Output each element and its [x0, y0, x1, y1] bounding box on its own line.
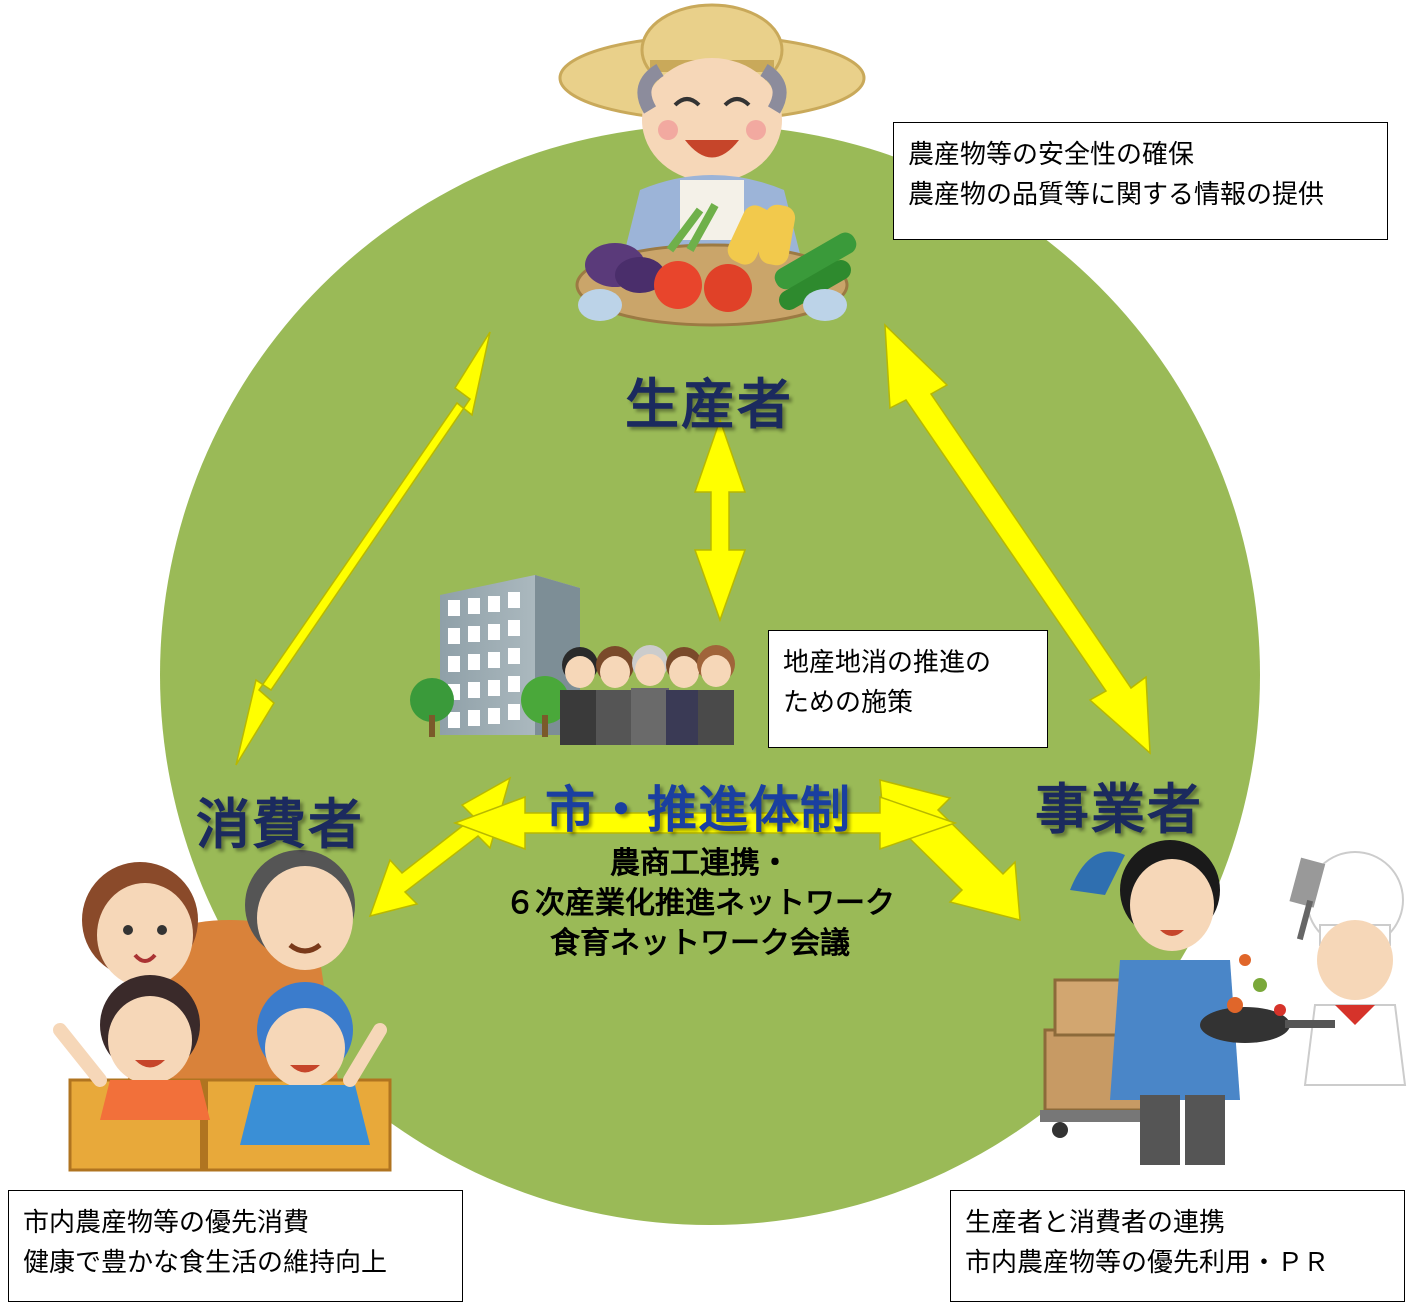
producer-label: 生産者	[625, 373, 793, 436]
producer-note-1: 農産物等の安全性の確保	[908, 140, 1195, 170]
city-note-2: ための施策	[783, 688, 914, 718]
arrow-consumer-business	[452, 795, 958, 851]
consumer-note-1: 市内農産物等の優先消費	[23, 1208, 310, 1238]
producer-notes-box: 農産物等の安全性の確保 農産物の品質等に関する情報の提供	[893, 122, 1388, 240]
city-line-3: 食育ネットワーク会議	[550, 926, 850, 961]
arrow-producer-business	[884, 323, 1151, 755]
city-notes-box: 地産地消の推進の ための施策	[768, 630, 1048, 748]
producer-note-2: 農産物の品質等に関する情報の提供	[908, 180, 1325, 210]
city-title: 市・推進体制	[545, 781, 851, 839]
arrow-producer-consumer	[235, 331, 491, 766]
consumer-illustration	[53, 850, 392, 1172]
consumer-note-2: 健康で豊かな食生活の維持向上	[23, 1248, 388, 1278]
business-illustration	[1040, 840, 1407, 1165]
arrow-consumer-city	[368, 776, 512, 918]
arrow-producer-city	[693, 417, 747, 623]
consumer-notes-box: 市内農産物等の優先消費 健康で豊かな食生活の維持向上	[8, 1190, 463, 1302]
business-label: 事業者	[1035, 778, 1203, 841]
business-notes-box: 生産者と消費者の連携 市内農産物等の優先利用・ＰＲ	[950, 1190, 1405, 1302]
city-line-1: 農商工連携・	[610, 846, 790, 881]
city-note-1: 地産地消の推進の	[783, 648, 992, 678]
business-note-2: 市内農産物等の優先利用・ＰＲ	[965, 1248, 1330, 1278]
business-note-1: 生産者と消費者の連携	[965, 1208, 1226, 1238]
city-line-2: ６次産業化推進ネットワーク	[505, 886, 895, 921]
producer-illustration	[558, 3, 866, 327]
consumer-label: 消費者	[196, 793, 364, 856]
city-illustration	[410, 575, 735, 745]
